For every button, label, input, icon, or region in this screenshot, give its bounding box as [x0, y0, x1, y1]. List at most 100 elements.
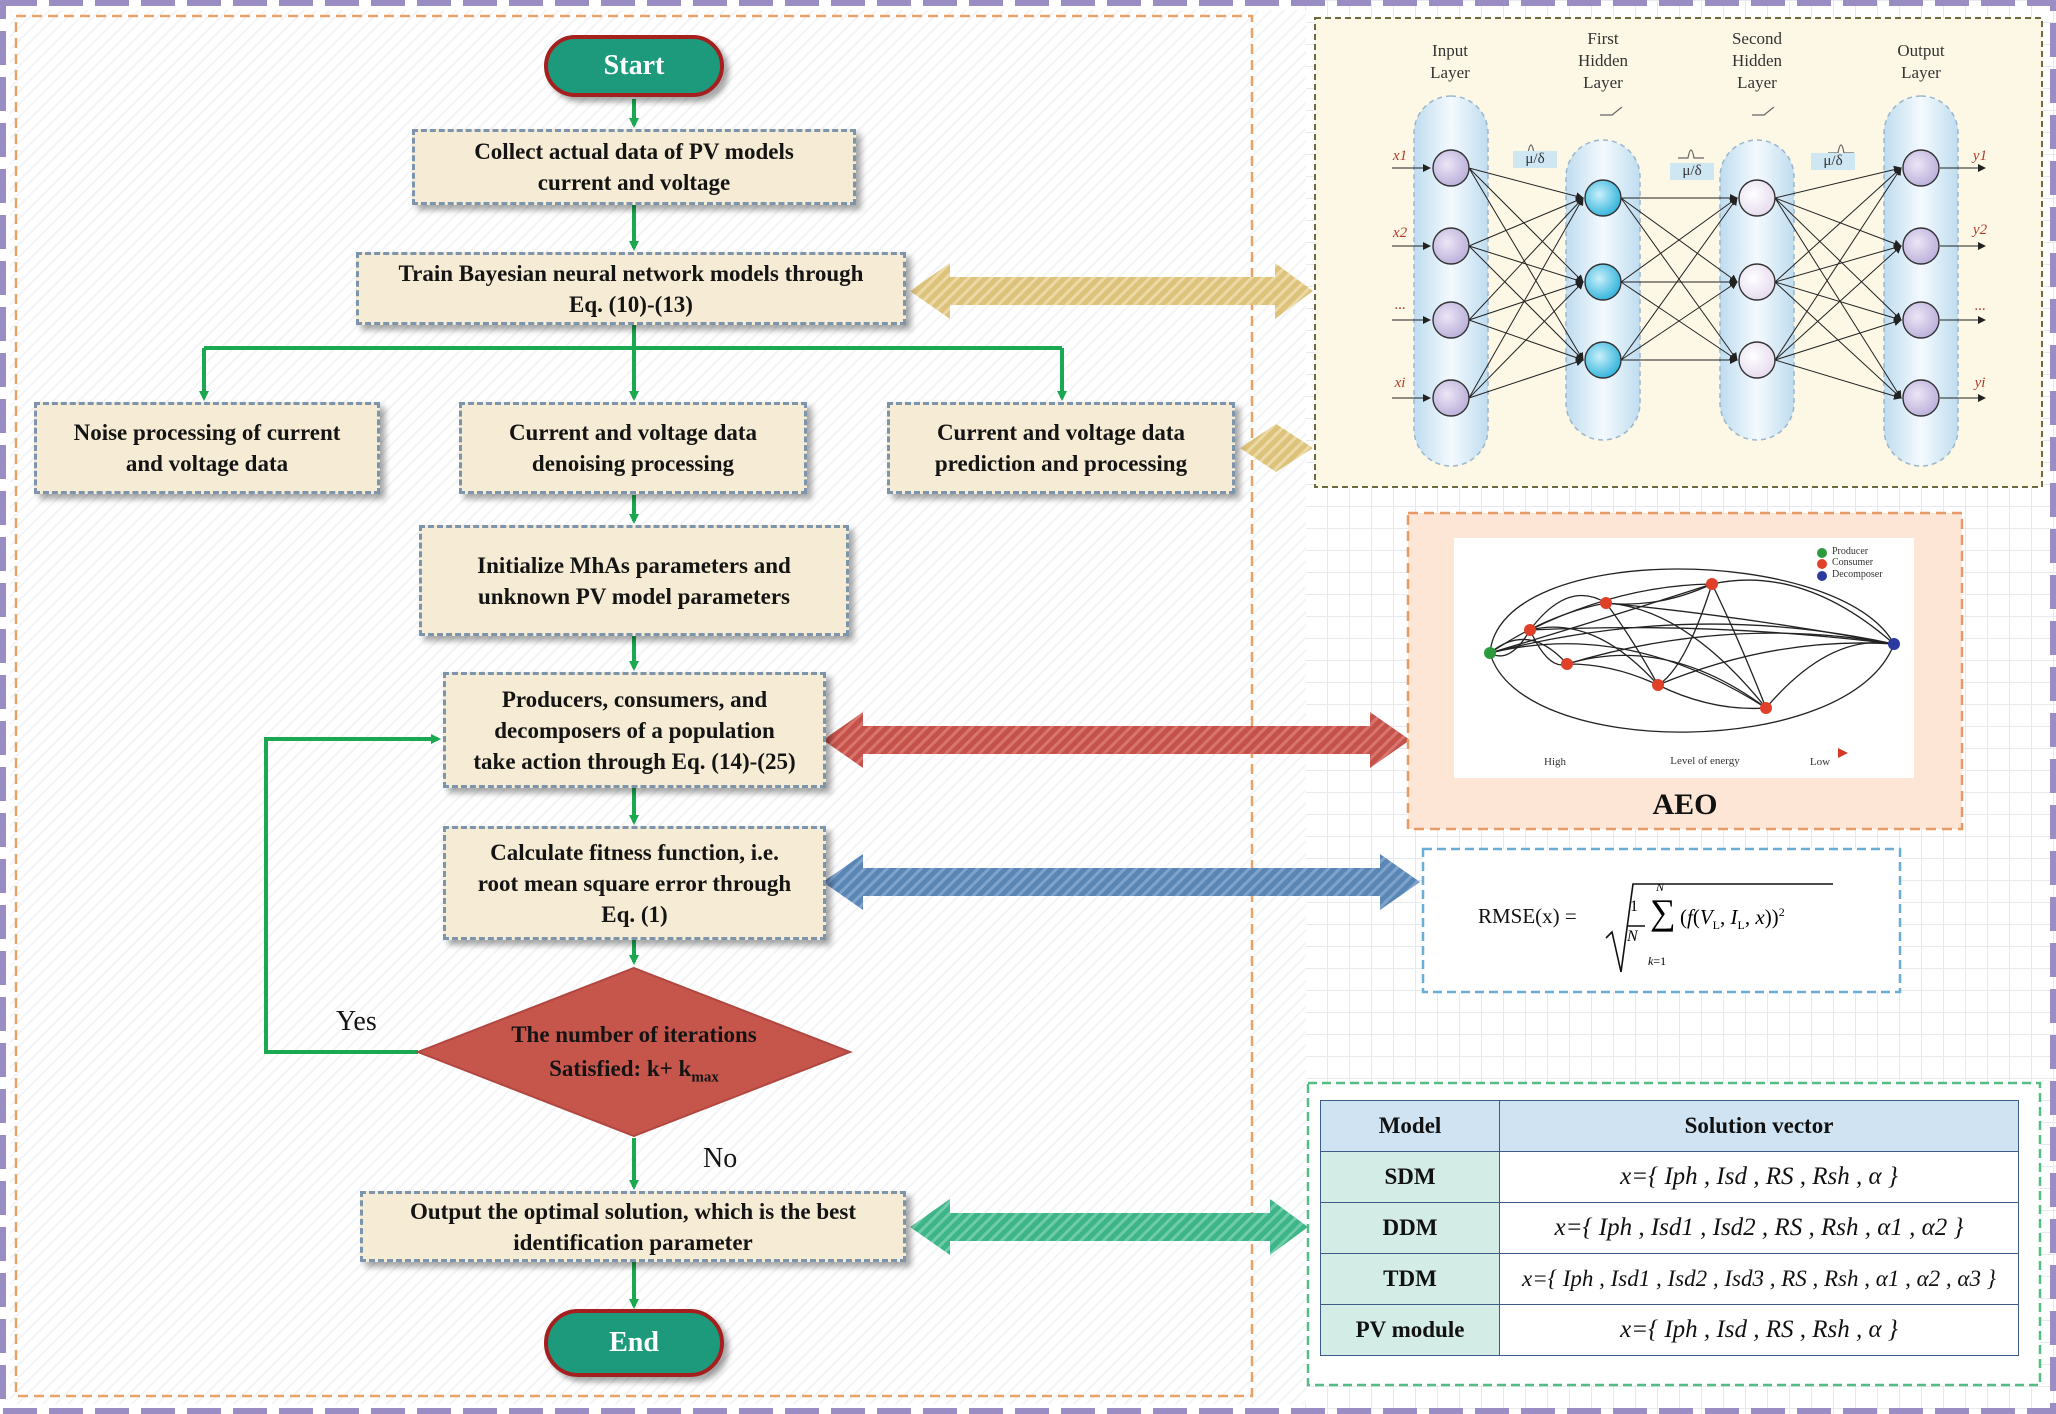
energy-axis-low: Low: [1809, 756, 1831, 768]
bnn-connection: [1774, 197, 1902, 321]
rmse-sum: ∑: [1650, 892, 1676, 932]
aeo-edge: [1529, 626, 1659, 686]
bnn-connection: [1774, 167, 1902, 361]
aeo-edge: [1529, 594, 1607, 631]
flowchart-region-border: [14, 14, 1254, 1398]
aeo-legend: [1817, 548, 1827, 581]
rmse-panel: [1421, 847, 1902, 994]
aeo-node-consumer: [1561, 658, 1573, 670]
bnn-hidden1-node: [1584, 263, 1622, 301]
noise-processing-box: Noise processing of current and voltage …: [34, 402, 380, 494]
table-cell-model: PV module: [1320, 1304, 1500, 1356]
bnn-connection: [1620, 197, 1738, 283]
bnn-connection: [1774, 165, 1902, 199]
bnn-connection: [1468, 280, 1584, 321]
bnn-hidden2-node: [1738, 341, 1776, 379]
bnn-hidden2-node: [1738, 263, 1776, 301]
train-bnn-box: Train Bayesian neural network models thr…: [356, 252, 906, 325]
aeo-graph-area: [1454, 538, 1914, 778]
sqrt-radical: [1605, 883, 1833, 973]
aeo-node-decomposer: [1888, 638, 1900, 650]
producers-box: Producers, consumers, and decomposers of…: [443, 672, 826, 788]
bnn-connection: [1468, 197, 1584, 321]
bnn-output-yi: yi: [1974, 375, 1986, 391]
energy-axis-title: Level of energy: [1670, 755, 1740, 767]
aeo-edge: [1566, 663, 1659, 686]
table-row: SDM x={ Iph , Isd , RS , Rsh , α }: [1320, 1151, 2019, 1203]
aeo-edge: [1489, 638, 1568, 665]
bnn-hidden1-node: [1584, 341, 1622, 379]
link-arrow-bnn-predict: [1240, 424, 1313, 472]
bnn-connection: [1620, 281, 1738, 361]
bnn-output-node: [1902, 379, 1940, 417]
bnn-input-node: [1432, 379, 1470, 417]
bnn-hidden2-node: [1738, 179, 1776, 217]
table-row: DDM x={ Iph , Isd1 , Isd2 , RS , Rsh , α…: [1320, 1202, 2019, 1254]
bnn-connection: [1774, 359, 1902, 400]
legend-decomposer-marker: [1817, 571, 1827, 581]
legend-consumer-marker: [1817, 559, 1827, 569]
decision-condition-subscript: max: [691, 1069, 719, 1086]
energy-axis-high: High: [1544, 756, 1566, 768]
legend-producer: Producer: [1832, 546, 1869, 557]
table-cell-vector: x={ Iph , Isd , RS , Rsh , α }: [1499, 1151, 2019, 1203]
bnn-connection: [1774, 245, 1902, 361]
bnn-output-y1: y1: [1972, 148, 1988, 164]
table-header-vector: Solution vector: [1499, 1100, 2019, 1152]
rmse-sum-top: N: [1656, 880, 1665, 894]
fitness-box: Calculate fitness function, i.e. root me…: [443, 826, 826, 940]
decision-condition: Satisfied: k+ k: [549, 1056, 692, 1081]
aeo-edge: [1657, 684, 1767, 710]
bnn-output-node: [1902, 227, 1940, 265]
bnn-connection: [1620, 197, 1738, 361]
bnn-connection: [1774, 281, 1902, 322]
table-header-row: Model Solution vector: [1320, 1100, 2019, 1152]
no-label: No: [703, 1143, 738, 1174]
aeo-edge: [1489, 643, 1767, 709]
bnn-connection: [1468, 245, 1584, 284]
collect-data-box: Collect actual data of PV models current…: [412, 129, 856, 205]
link-arrow-bnn-train: [910, 263, 1313, 319]
aeo-edge: [1711, 579, 1895, 645]
bnn-input-node: [1432, 227, 1470, 265]
aeo-node-consumer: [1652, 679, 1664, 691]
decision-label-line2: Satisfied: k+ kmax: [434, 1052, 834, 1095]
aeo-edge: [1711, 583, 1767, 709]
rmse-body: (f(VL, IL, x))2: [1680, 905, 1785, 933]
aeo-node-consumer: [1760, 702, 1772, 714]
output-box: Output the optimal solution, which is th…: [360, 1191, 906, 1262]
table-cell-model: SDM: [1320, 1151, 1500, 1203]
aeo-edge: [1489, 583, 1713, 654]
aeo-edge: [1605, 602, 1659, 686]
yes-label: Yes: [336, 1006, 377, 1037]
end-terminal: End: [544, 1309, 724, 1377]
initialize-box: Initialize MhAs parameters and unknown P…: [419, 525, 849, 636]
bnn-output-node: [1902, 301, 1940, 339]
rmse-lhs: RMSE(x) =: [1478, 904, 1577, 928]
bnn-connections: [1392, 164, 1986, 402]
bnn-connection: [1468, 281, 1584, 399]
bnn-connection: [1468, 245, 1584, 361]
link-arrow-rmse: [823, 854, 1420, 910]
bnn-output-dots: ...: [1974, 298, 1986, 314]
aeo-edge: [1605, 602, 1767, 709]
aeo-node-consumer: [1600, 597, 1612, 609]
aeo-edge: [1489, 568, 1895, 654]
bnn-input-x1: x1: [1392, 148, 1408, 164]
bnn-input-column: [1413, 95, 1489, 467]
rmse-frac-num: 1: [1630, 898, 1638, 915]
link-arrow-table: [910, 1199, 1308, 1255]
aeo-node-producer: [1484, 647, 1496, 659]
aeo-edge: [1605, 602, 1895, 645]
bnn-nodes: [1432, 149, 1940, 417]
table-cell-vector: x={ Iph , Isd1 , Isd2 , RS , Rsh , α1 , …: [1499, 1202, 2019, 1254]
aeo-node-consumer: [1706, 578, 1718, 590]
legend-consumer: Consumer: [1832, 557, 1874, 568]
table-cell-model: TDM: [1320, 1253, 1500, 1305]
bnn-connection: [1468, 358, 1584, 399]
bnn-connection: [1774, 197, 1902, 248]
table-cell-vector: x={ Iph , Isd1 , Isd2 , Isd3 , RS , Rsh …: [1499, 1253, 2019, 1305]
